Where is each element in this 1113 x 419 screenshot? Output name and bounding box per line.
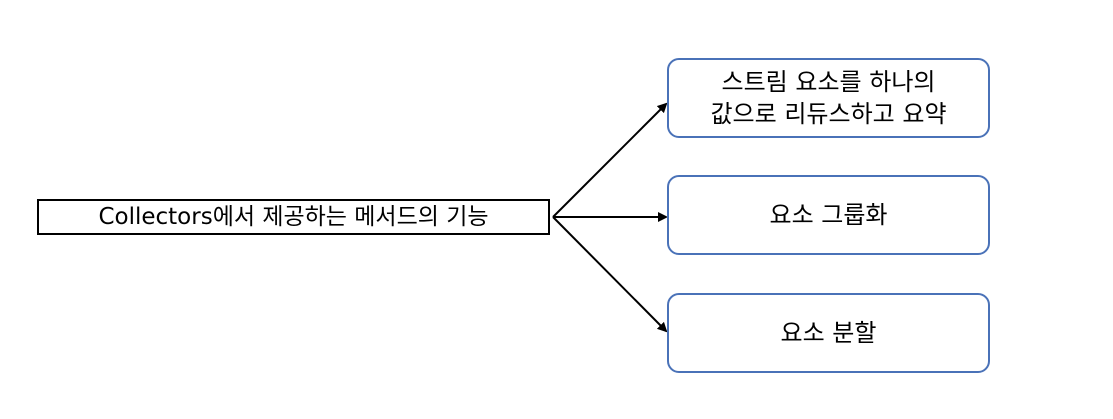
target-box-grouping: 요소 그룹화 <box>667 175 990 255</box>
source-label: Collectors에서 제공하는 메서드의 기능 <box>98 203 489 230</box>
target-box-partitioning: 요소 분할 <box>667 293 990 373</box>
target-label-line-2: 값으로 리듀스하고 요약 <box>710 100 947 128</box>
target-label: 요소 분할 <box>780 319 877 347</box>
arrow-to-reduce-summarize <box>552 102 668 218</box>
source-box: Collectors에서 제공하는 메서드의 기능 <box>37 199 550 235</box>
target-box-reduce-summarize: 스트림 요소를 하나의 값으로 리듀스하고 요약 <box>667 58 990 138</box>
arrow-to-partitioning <box>552 216 668 333</box>
target-label-line-1: 스트림 요소를 하나의 <box>721 68 936 96</box>
target-label: 요소 그룹화 <box>769 201 888 229</box>
